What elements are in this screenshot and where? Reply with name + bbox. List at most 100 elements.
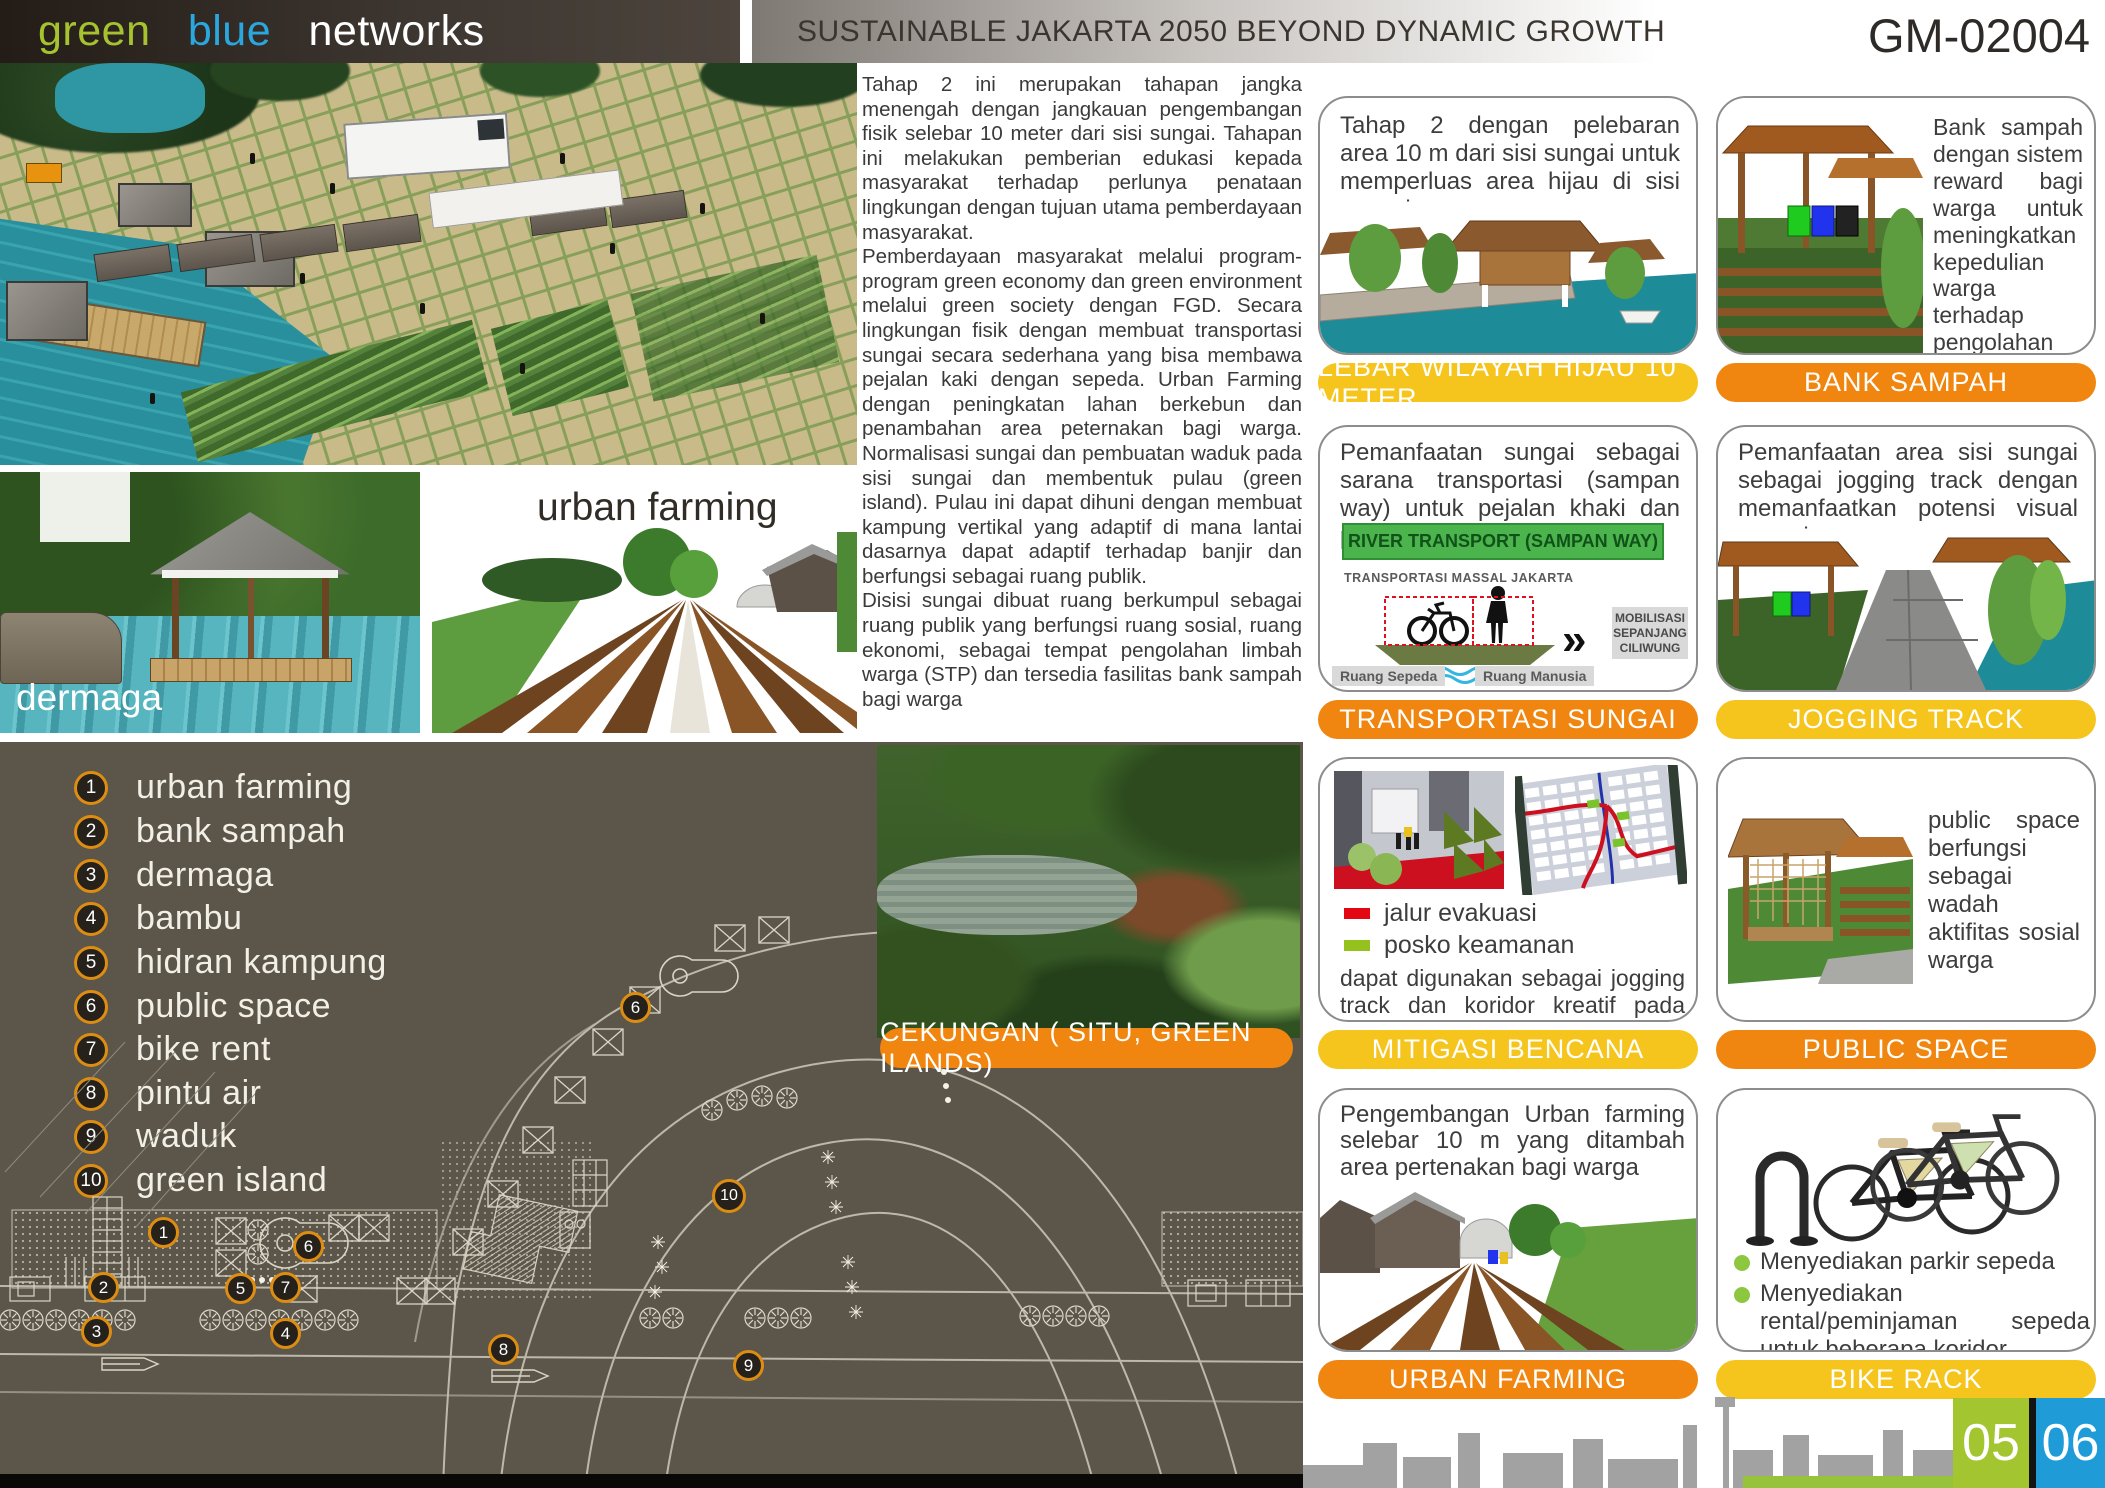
logo-word-blue: blue bbox=[187, 7, 272, 55]
plan-marker: 10 bbox=[712, 1179, 746, 1213]
plan-marker: 2 bbox=[88, 1272, 119, 1303]
card-text: Bank sampah dengan sistem reward bagi wa… bbox=[1933, 114, 2083, 355]
intro-paragraph: Tahap 2 ini merupakan tahapan jangka men… bbox=[862, 73, 1302, 244]
urban-farming-label: urban farming bbox=[537, 486, 778, 529]
legend-label: dermaga bbox=[136, 856, 274, 894]
page-number-left: 05 bbox=[1953, 1398, 2029, 1488]
river-transport-diagram: RIVER TRANSPORT (SAMPAN WAY) TRANSPORTAS… bbox=[1330, 523, 1690, 688]
legend-num: 8 bbox=[74, 1076, 108, 1111]
cekungan-photo bbox=[877, 745, 1300, 1038]
card-label: BIKE RACK bbox=[1716, 1360, 2096, 1399]
plan-marker: 8 bbox=[488, 1334, 519, 1365]
card-mitigasi: jalur evakuasi posko keamanan dapat digu… bbox=[1318, 757, 1698, 1022]
card-jogging-track: Pemanfaatan area sisi sungai sebagai jog… bbox=[1716, 425, 2096, 692]
double-arrow-icon: » bbox=[1562, 615, 1587, 664]
card-label: BANK SAMPAH bbox=[1716, 363, 2096, 402]
card-bank-sampah: Bank sampah dengan sistem reward bagi wa… bbox=[1716, 96, 2096, 355]
card-text: public space berfungsi sebagai wadah akt… bbox=[1928, 807, 2080, 975]
jogging-track-render bbox=[1718, 530, 2094, 690]
green-swatch bbox=[1344, 940, 1370, 951]
legend-label: waduk bbox=[136, 1117, 237, 1155]
legend-label: bank sampah bbox=[136, 812, 346, 850]
legend-text: posko keamanan bbox=[1384, 931, 1575, 959]
legend-num: 2 bbox=[74, 814, 108, 849]
ruang-manusia-label: Ruang Manusia bbox=[1475, 666, 1595, 686]
bank-sampah-render bbox=[1718, 98, 1923, 353]
card-label: JOGGING TRACK bbox=[1716, 700, 2096, 739]
diagram-subtitle: TRANSPORTASI MASSAL JAKARTA bbox=[1344, 571, 1574, 585]
roof-fascia bbox=[162, 570, 338, 578]
siteplan-drawing bbox=[0, 916, 1303, 1488]
plan-marker: 6 bbox=[620, 992, 651, 1023]
plan-marker: 7 bbox=[270, 1272, 301, 1303]
evacuation-map bbox=[1515, 765, 1687, 895]
legend-text: jalur evakuasi bbox=[1384, 899, 1537, 927]
legend-label: green island bbox=[136, 1161, 328, 1199]
gazebo-post bbox=[172, 578, 179, 668]
bullet-text: Menyediakan parkir sepeda bbox=[1760, 1248, 2055, 1275]
lake-water bbox=[877, 855, 1137, 935]
logo-space bbox=[163, 7, 175, 55]
truck bbox=[343, 112, 511, 180]
intro-paragraph: Disisi sungai dibuat ruang berkumpul seb… bbox=[862, 589, 1302, 711]
bullet-text: Menyediakan rental/peminjaman sepeda unt… bbox=[1760, 1280, 2090, 1352]
legend-row-evakuasi: jalur evakuasi bbox=[1344, 899, 1537, 928]
logo: green blue networks bbox=[38, 7, 485, 56]
legend-row-posko: posko keamanan bbox=[1344, 931, 1574, 960]
intro-text: Tahap 2 ini merupakan tahapan jangka men… bbox=[862, 73, 1302, 741]
diagram-title: RIVER TRANSPORT (SAMPAN WAY) bbox=[1342, 523, 1664, 560]
panel-bottom-bar bbox=[0, 1474, 1303, 1488]
card-label: TRANSPORTASI SUNGAI bbox=[1318, 700, 1698, 739]
intro-paragraph: Pemberdayaan masyarakat melalui program-… bbox=[862, 245, 1302, 588]
legend-num: 9 bbox=[74, 1119, 108, 1154]
card-urban-farming: Pengembangan Urban farming selebar 10 m … bbox=[1318, 1088, 1698, 1352]
urban-farming-card-render bbox=[1320, 1188, 1696, 1350]
arrow-line: SEPANJANG bbox=[1613, 626, 1687, 640]
crop-rows-graphic bbox=[432, 528, 857, 733]
header-logo-block: green blue networks bbox=[0, 0, 740, 63]
legend-num: 7 bbox=[74, 1032, 108, 1067]
legend-label: bambu bbox=[136, 899, 243, 937]
card-bike-rack: Menyediakan parkir sepeda Menyediakan re… bbox=[1716, 1088, 2096, 1352]
legend-num: 4 bbox=[74, 901, 108, 936]
truck-window bbox=[477, 118, 505, 141]
legend-num: 10 bbox=[74, 1163, 108, 1198]
city-skyline bbox=[1303, 1397, 1953, 1488]
bullet-icon bbox=[1734, 1255, 1750, 1271]
red-swatch bbox=[1344, 908, 1370, 919]
gazebo-roof bbox=[118, 183, 192, 227]
evacuation-render bbox=[1334, 771, 1504, 889]
page-divider bbox=[2029, 1398, 2036, 1488]
legend-label: hidran kampung bbox=[136, 943, 387, 981]
cekungan-caption: CEKUNGAN ( SITU, GREEN ILANDS) bbox=[880, 1017, 1293, 1078]
card-label: URBAN FARMING bbox=[1318, 1360, 1698, 1399]
ruang-sepeda-label: Ruang Sepeda bbox=[1332, 666, 1446, 686]
masterplan-aerial-render bbox=[0, 63, 857, 465]
bullet-row: Menyediakan parkir sepeda bbox=[1734, 1248, 2090, 1276]
public-space-render bbox=[1728, 799, 1913, 984]
legend-num: 6 bbox=[74, 989, 108, 1024]
legend-label: public space bbox=[136, 987, 332, 1025]
project-code: GM-02004 bbox=[1867, 8, 2090, 62]
legend-label: bike rent bbox=[136, 1030, 271, 1068]
arrow-label: MOBILISASI SEPANJANG CILIWUNG bbox=[1612, 607, 1688, 659]
urban-farming-render: urban farming bbox=[432, 472, 857, 733]
plan-marker: 6 bbox=[293, 1231, 324, 1262]
plan-marker: 9 bbox=[733, 1350, 764, 1381]
legend-num: 5 bbox=[74, 945, 108, 980]
dermaga-render: dermaga bbox=[0, 472, 420, 733]
card-text: Tahap 2 dengan pelebaran area 10 m dari … bbox=[1340, 112, 1680, 223]
pond bbox=[55, 63, 205, 133]
legend-label: urban farming bbox=[136, 768, 353, 806]
card-transportasi: Pemanfaatan sungai sebagai sarana transp… bbox=[1318, 425, 1698, 692]
bullet-row: Menyediakan rental/peminjaman sepeda unt… bbox=[1734, 1280, 2090, 1352]
plan-marker: 5 bbox=[225, 1273, 256, 1304]
gazebo-post bbox=[322, 578, 329, 668]
card-label: PUBLIC SPACE bbox=[1716, 1030, 2096, 1069]
card-label: MITIGASI BENCANA bbox=[1318, 1030, 1698, 1069]
card-text: dapat digunakan sebagai jogging track da… bbox=[1340, 965, 1685, 1020]
arrow-line: CILIWUNG bbox=[1619, 641, 1681, 655]
wood-deck bbox=[150, 658, 352, 682]
bike-rack-render bbox=[1746, 1114, 2060, 1246]
